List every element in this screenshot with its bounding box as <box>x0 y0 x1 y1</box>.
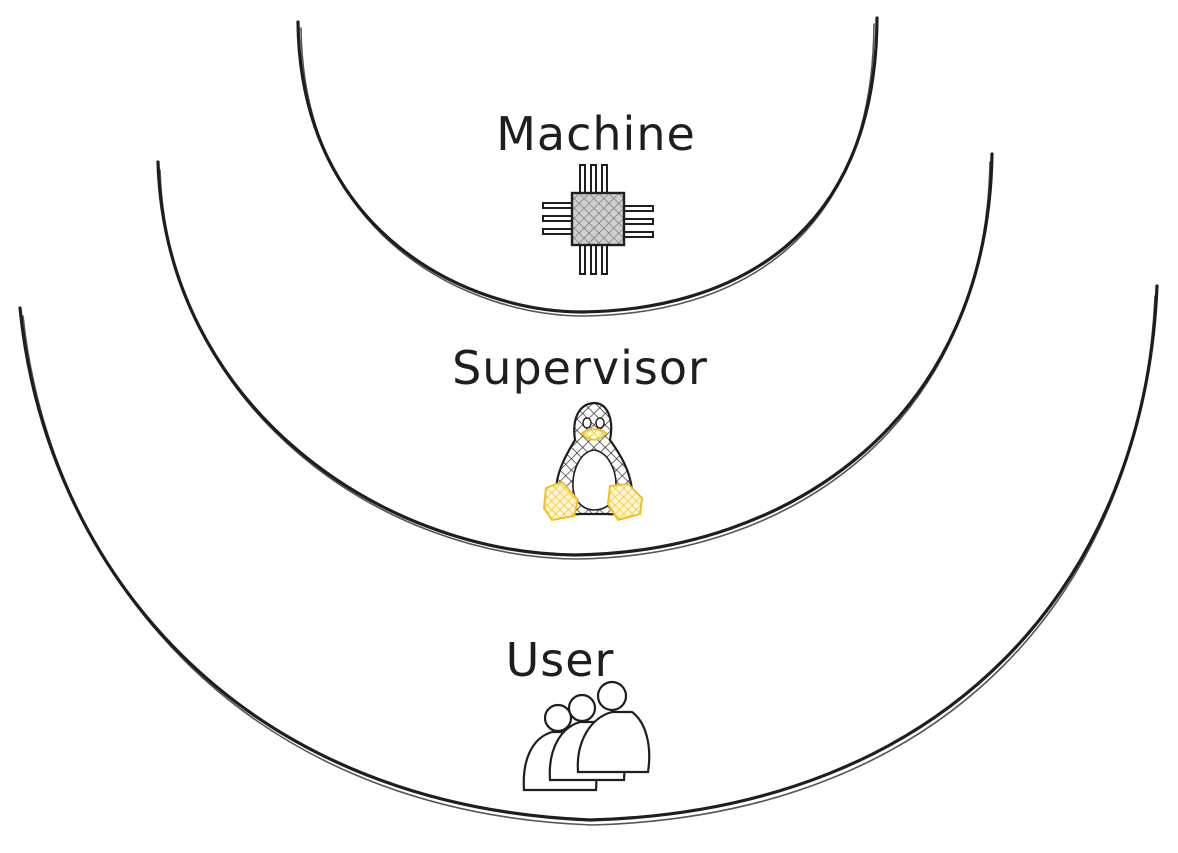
cpu-chip-icon <box>542 164 654 275</box>
user-layer-label: User <box>506 633 615 687</box>
machine-layer-boundary <box>296 16 879 317</box>
users-group-icon <box>522 680 651 792</box>
supervisor-layer-label: Supervisor <box>452 341 708 395</box>
user-layer-boundary <box>18 284 1159 826</box>
linux-penguin-icon <box>542 401 644 522</box>
supervisor-layer-boundary <box>156 152 994 560</box>
machine-layer-label: Machine <box>496 107 696 161</box>
